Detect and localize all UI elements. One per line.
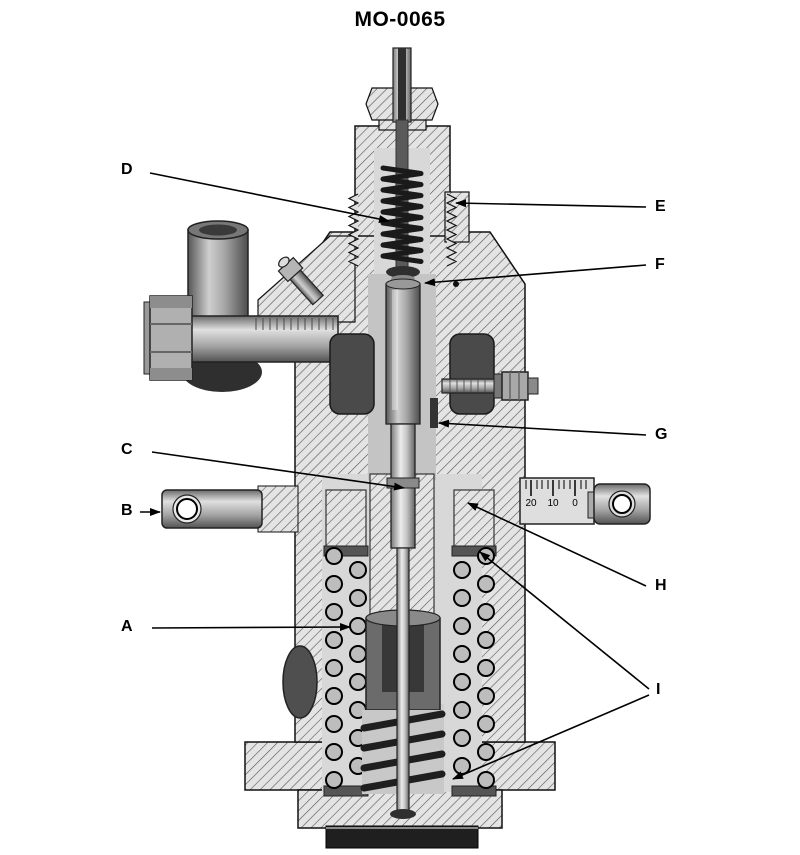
ruler-number-10: 10	[547, 498, 559, 509]
leader-line-a	[151, 623, 351, 632]
lug-hole	[176, 498, 198, 520]
inlet-hex-nut	[149, 295, 193, 381]
callout-label-b: B	[121, 502, 133, 519]
plunger-spindle	[385, 278, 421, 549]
housing-boss	[282, 645, 318, 719]
leader-line-i2	[452, 694, 650, 780]
callout-label-e: E	[655, 198, 666, 215]
right-spring-guide	[453, 489, 495, 549]
figure-title: MO-0065	[354, 8, 446, 31]
inlet-pipe	[175, 315, 339, 363]
left-spring-guide	[325, 489, 367, 549]
mounting-lug-left	[161, 489, 263, 529]
ruler-number-20: 20	[525, 498, 537, 509]
callout-label-f: F	[655, 256, 665, 273]
arm-hole	[612, 494, 632, 514]
leader-lines	[140, 172, 650, 780]
callout-label-c: C	[121, 441, 133, 458]
base-plate	[325, 825, 479, 849]
callout-label-d: D	[121, 161, 133, 178]
seal-blocks	[329, 281, 495, 428]
callout-label-h: H	[655, 577, 667, 594]
leader-line-e	[455, 199, 647, 208]
inlet-fitting-assembly	[143, 220, 339, 392]
leader-line-d	[149, 172, 390, 223]
right-thread-edge	[445, 193, 458, 267]
leader-line-g	[438, 419, 647, 436]
side-adjusting-bolt	[441, 371, 539, 401]
spring-seat-washer	[386, 266, 420, 278]
leader-line-f	[424, 264, 647, 287]
ruler-number-0: 0	[572, 498, 578, 509]
bleed-screw	[277, 256, 325, 306]
side-port	[430, 398, 438, 428]
inlet-cylinder	[187, 229, 249, 321]
callout-label-a: A	[121, 618, 133, 635]
ruler-scale-arm	[519, 477, 651, 525]
right-valve-spring	[451, 545, 497, 797]
leader-line-i1	[479, 551, 650, 690]
leader-line-h	[467, 502, 647, 587]
leader-line-c	[151, 451, 405, 491]
left-thread-edge	[347, 193, 360, 267]
callout-label-i: I	[656, 681, 661, 698]
plunger-lower-rod	[390, 547, 416, 819]
callout-label-g: G	[655, 426, 668, 443]
